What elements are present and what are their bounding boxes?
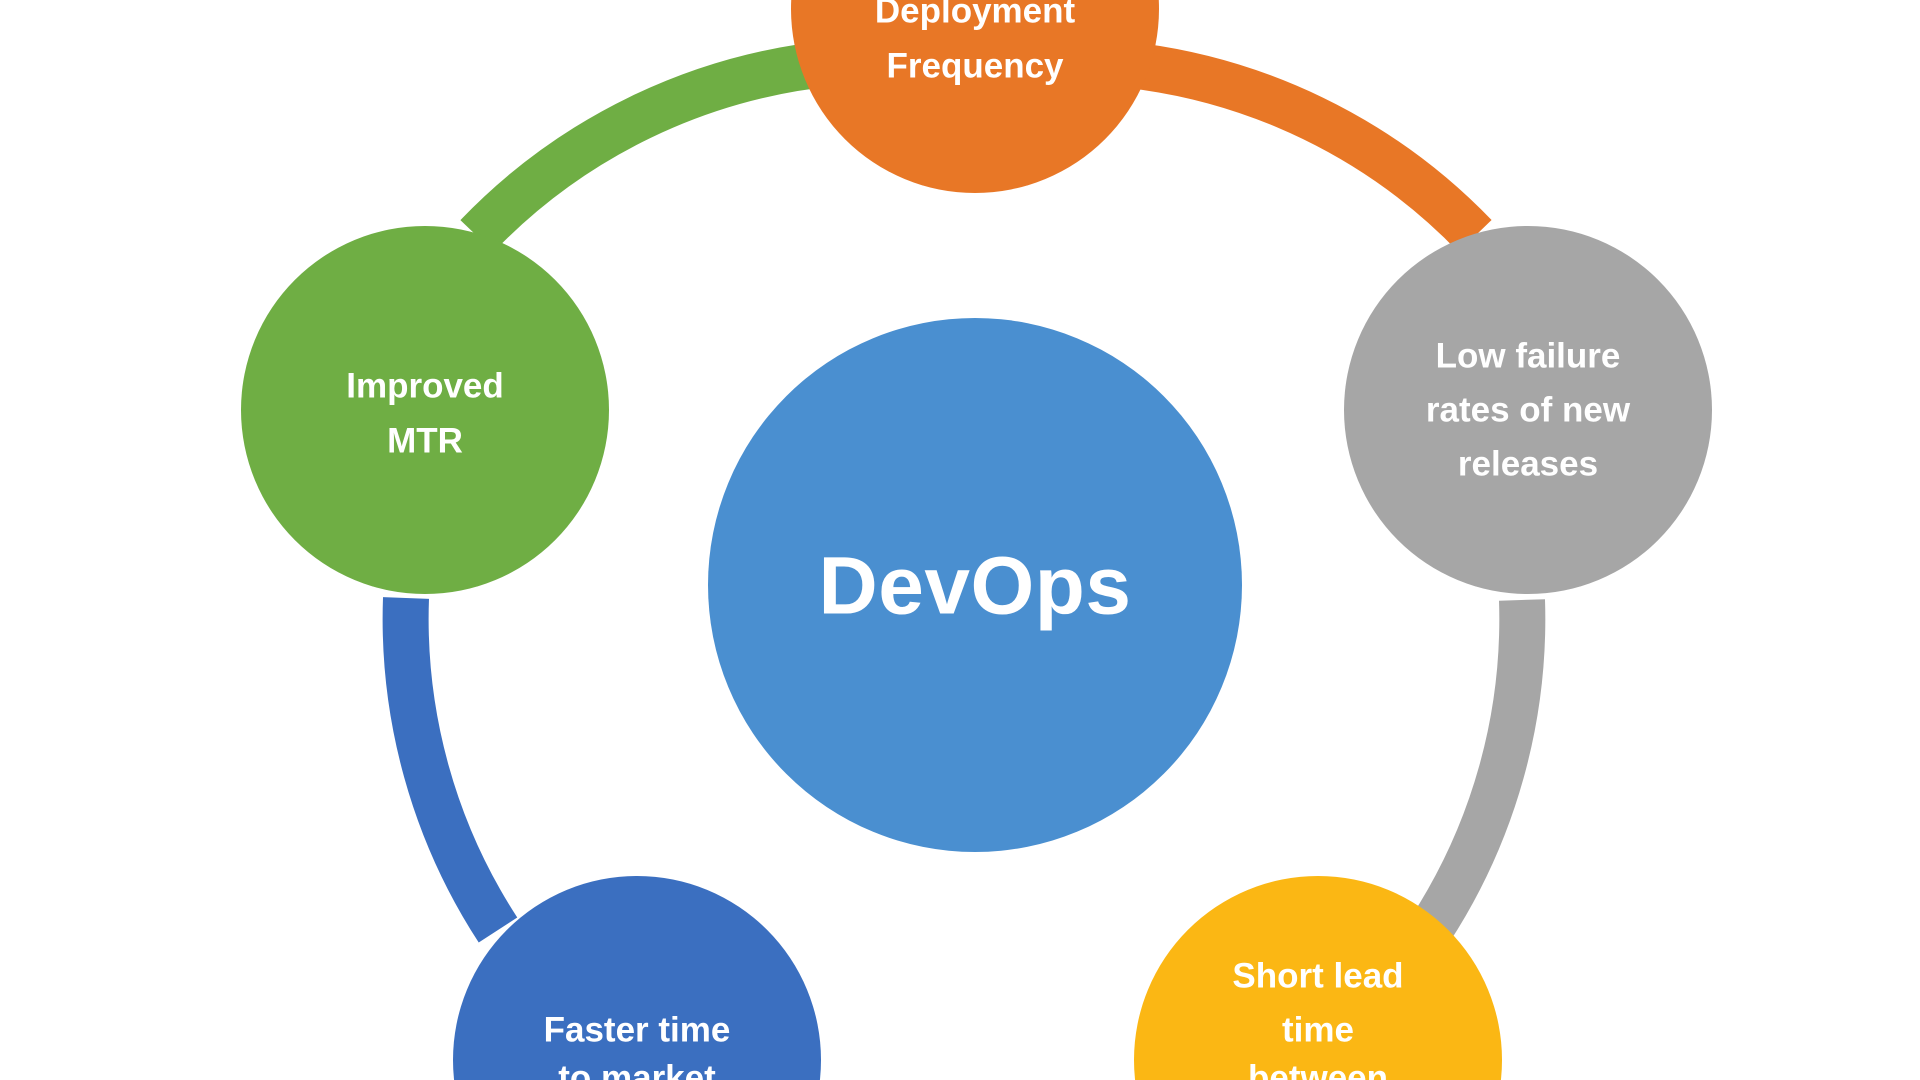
arc-orange-deployment-to-failure <box>1117 41 1492 252</box>
node-circle-faster-time-to-market[interactable] <box>453 876 821 1080</box>
arc-green-mtr-to-deployment <box>460 40 838 252</box>
node-label-improved-mtr-line-1: MTR <box>387 421 463 460</box>
node-label-low-failure-rates-line-2: releases <box>1458 444 1598 483</box>
node-improved-mtr[interactable]: Improved MTR <box>241 226 609 594</box>
node-label-short-lead-time-line-1: time <box>1282 1010 1354 1049</box>
node-label-faster-time-to-market-line-1: to market <box>558 1058 716 1080</box>
node-circle-deployment-frequency[interactable] <box>791 0 1159 193</box>
node-label-short-lead-time-line-0: Short lead <box>1232 956 1403 995</box>
node-circle-short-lead-time[interactable] <box>1134 876 1502 1080</box>
node-devops-hub[interactable]: DevOps <box>708 318 1242 852</box>
node-label-low-failure-rates-line-1: rates of new <box>1426 390 1631 429</box>
node-label-short-lead-time-line-2: between <box>1248 1058 1388 1080</box>
arc-blue-market-to-mtr <box>382 597 518 943</box>
node-label-deployment-frequency-line-1: Frequency <box>887 46 1065 85</box>
node-label-devops-hub: DevOps <box>819 541 1132 632</box>
node-label-improved-mtr-line-0: Improved <box>346 366 504 405</box>
node-label-deployment-frequency-line-0: Deployment <box>875 0 1076 30</box>
arc-group <box>382 40 1546 943</box>
node-label-faster-time-to-market-line-0: Faster time <box>544 1010 731 1049</box>
node-deployment-frequency[interactable]: Deployment Frequency <box>791 0 1159 193</box>
node-low-failure-rates[interactable]: Low failure rates of new releases <box>1344 226 1712 594</box>
node-circle-devops-hub[interactable] <box>708 318 1242 852</box>
node-circle-improved-mtr[interactable] <box>241 226 609 594</box>
node-circle-low-failure-rates[interactable] <box>1344 226 1712 594</box>
node-short-lead-time[interactable]: Short lead time between <box>1134 876 1502 1080</box>
node-label-low-failure-rates-line-0: Low failure <box>1436 336 1621 375</box>
arc-gray-failure-to-leadtime <box>1410 599 1546 943</box>
node-faster-time-to-market[interactable]: Faster time to market <box>453 876 821 1080</box>
